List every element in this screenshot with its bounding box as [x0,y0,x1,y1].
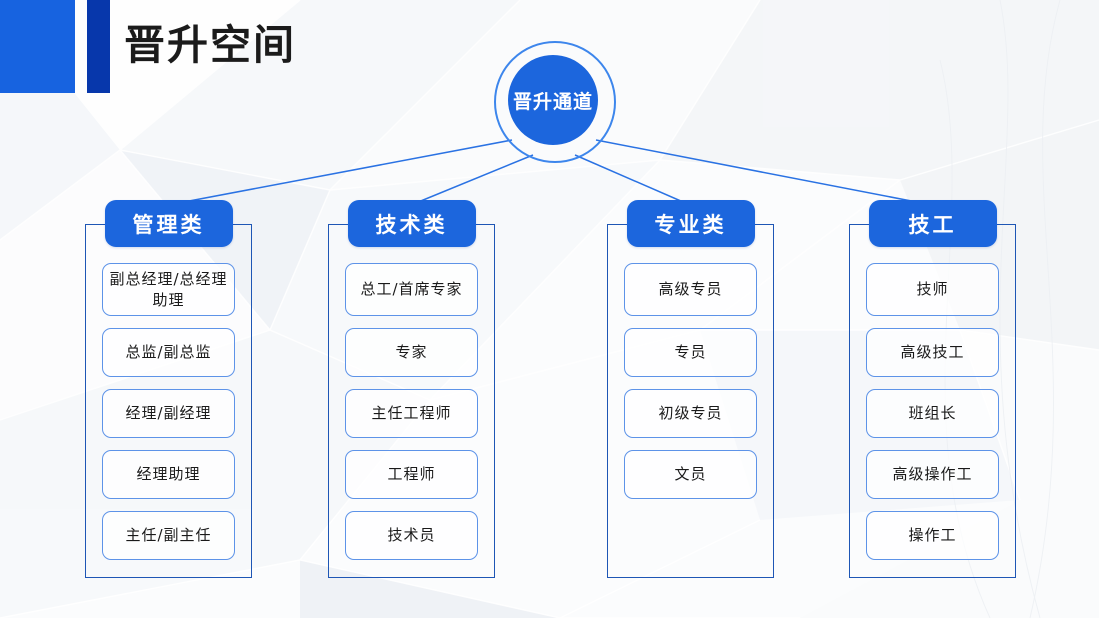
list-item[interactable]: 主任/副主任 [102,511,235,560]
list-item[interactable]: 技术员 [345,511,478,560]
list-item[interactable]: 初级专员 [624,389,757,438]
list-item[interactable]: 高级技工 [866,328,999,377]
list-item[interactable]: 专员 [624,328,757,377]
list-item[interactable]: 班组长 [866,389,999,438]
hub-label: 晋升通道 [512,90,593,113]
connector-to-guanli [167,139,513,206]
column-header-label: 专业类 [654,212,727,237]
column-item-list: 总工/首席专家 专家 主任工程师 工程师 技术员 [345,263,478,560]
list-item[interactable]: 主任工程师 [345,389,478,438]
list-item[interactable]: 副总经理/总经理助理 [102,263,235,316]
page-title: 晋升空间 [124,21,296,69]
list-item[interactable]: 技师 [866,263,999,316]
column-header-jishu[interactable]: 技术类 [347,200,476,247]
category-column-guanli: 管理类 副总经理/总经理助理 总监/副总监 经理/副经理 经理助理 主任/副主任 [85,200,252,578]
column-header-label: 技术类 [375,212,448,237]
column-header-label: 管理类 [132,212,205,237]
column-header-label: 技工 [908,212,957,237]
column-item-list: 高级专员 专员 初级专员 文员 [624,263,757,499]
title-accent-block-light [0,0,75,93]
list-item[interactable]: 高级专员 [624,263,757,316]
hub-node-promotion-channel[interactable]: 晋升通道 [508,55,598,145]
list-item[interactable]: 操作工 [866,511,999,560]
list-item[interactable]: 专家 [345,328,478,377]
column-item-list: 副总经理/总经理助理 总监/副总监 经理/副经理 经理助理 主任/副主任 [102,263,235,560]
list-item[interactable]: 经理助理 [102,450,235,499]
list-item[interactable]: 文员 [624,450,757,499]
connector-to-jigong [595,139,933,206]
column-header-guanli[interactable]: 管理类 [104,200,233,247]
list-item[interactable]: 工程师 [345,450,478,499]
list-item[interactable]: 总工/首席专家 [345,263,478,316]
column-header-jigong[interactable]: 技工 [868,200,997,247]
title-accent-bar-dark [87,0,110,93]
list-item[interactable]: 经理/副经理 [102,389,235,438]
list-item[interactable]: 高级操作工 [866,450,999,499]
list-item[interactable]: 总监/副总监 [102,328,235,377]
column-item-list: 技师 高级技工 班组长 高级操作工 操作工 [866,263,999,560]
connector-to-zhuanye [574,154,691,206]
category-column-jigong: 技工 技师 高级技工 班组长 高级操作工 操作工 [849,200,1016,578]
hub-outer-ring [494,41,616,163]
category-column-jishu: 技术类 总工/首席专家 专家 主任工程师 工程师 技术员 [328,200,495,578]
category-column-zhuanye: 专业类 高级专员 专员 初级专员 文员 [607,200,774,578]
column-header-zhuanye[interactable]: 专业类 [626,200,755,247]
connector-to-jishu [410,154,534,206]
